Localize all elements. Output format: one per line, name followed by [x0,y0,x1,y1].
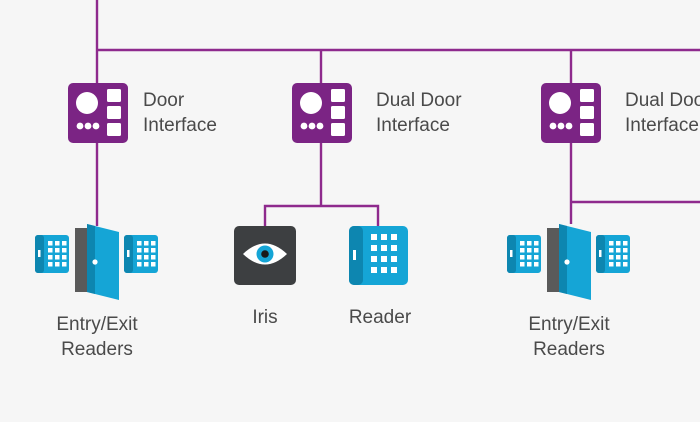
reader-label: Reader [348,307,412,328]
dual-door-interface-label-2: Dual Door Interface [625,90,700,136]
iris-label: Iris [252,307,278,328]
door-interface-icon [68,83,128,143]
dual-door-interface-icon [292,83,352,143]
entry-exit-readers-label-2: Entry/Exit Readers [528,314,610,360]
entry-exit-readers-label: Entry/Exit Readers [56,314,138,360]
connection-lines [95,0,700,226]
keypad-reader-icon [349,226,408,285]
dual-door-interface-icon [541,83,601,143]
eye-icon [234,226,296,285]
entry-exit-readers-icon [507,224,630,300]
dual-door-interface-label: Dual Door Interface [376,90,462,136]
door-interface-label: Door Interface [143,90,217,136]
entry-exit-readers-icon [35,224,158,300]
